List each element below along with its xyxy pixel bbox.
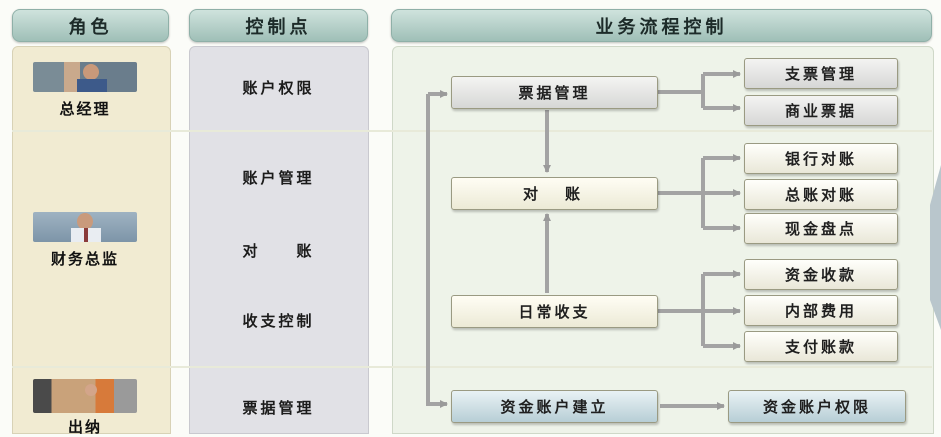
control-bill-management: 票据管理 bbox=[242, 399, 315, 417]
role-general-manager: 总经理 bbox=[0, 62, 170, 119]
flow-bill-management: 票据管理 bbox=[451, 76, 658, 109]
side-wedge bbox=[930, 165, 941, 330]
control-column bbox=[189, 46, 369, 434]
role-name: 出纳 bbox=[67, 418, 102, 436]
flow-fund-account-setup: 资金账户建立 bbox=[451, 390, 658, 423]
leaf-bank-reconciliation: 银行对账 bbox=[744, 143, 898, 174]
row-divider bbox=[12, 130, 932, 132]
header-control: 控制点 bbox=[189, 9, 368, 42]
leaf-commercial-bill: 商业票据 bbox=[744, 95, 898, 126]
cashier-photo bbox=[33, 379, 137, 413]
role-name: 财务总监 bbox=[50, 250, 119, 268]
leaf-ledger-reconciliation: 总账对账 bbox=[744, 179, 898, 210]
control-account-permission: 账户权限 bbox=[242, 79, 315, 97]
control-income-expense: 收支控制 bbox=[242, 312, 315, 330]
row-divider bbox=[12, 366, 932, 368]
feed-line bbox=[426, 94, 448, 408]
leaf-check-management: 支票管理 bbox=[744, 58, 898, 89]
leaf-fund-account-permission: 资金账户权限 bbox=[728, 390, 906, 423]
flow-reconciliation: 对 账 bbox=[451, 177, 658, 210]
leaf-cash-count: 现金盘点 bbox=[744, 213, 898, 244]
manager-photo bbox=[33, 62, 137, 92]
control-account-management: 账户管理 bbox=[242, 169, 315, 187]
leaf-payment: 支付账款 bbox=[744, 331, 898, 362]
flow-daily-income-expense: 日常收支 bbox=[451, 295, 658, 328]
finance-director-photo bbox=[33, 212, 137, 242]
control-reconciliation: 对 账 bbox=[242, 242, 315, 260]
header-role: 角色 bbox=[12, 9, 169, 42]
leaf-fund-receipt: 资金收款 bbox=[744, 259, 898, 290]
role-name: 总经理 bbox=[59, 100, 111, 118]
role-cashier: 出纳 bbox=[0, 379, 170, 437]
header-process: 业务流程控制 bbox=[391, 9, 932, 42]
role-finance-director: 财务总监 bbox=[0, 212, 170, 269]
leaf-internal-expense: 内部费用 bbox=[744, 295, 898, 326]
